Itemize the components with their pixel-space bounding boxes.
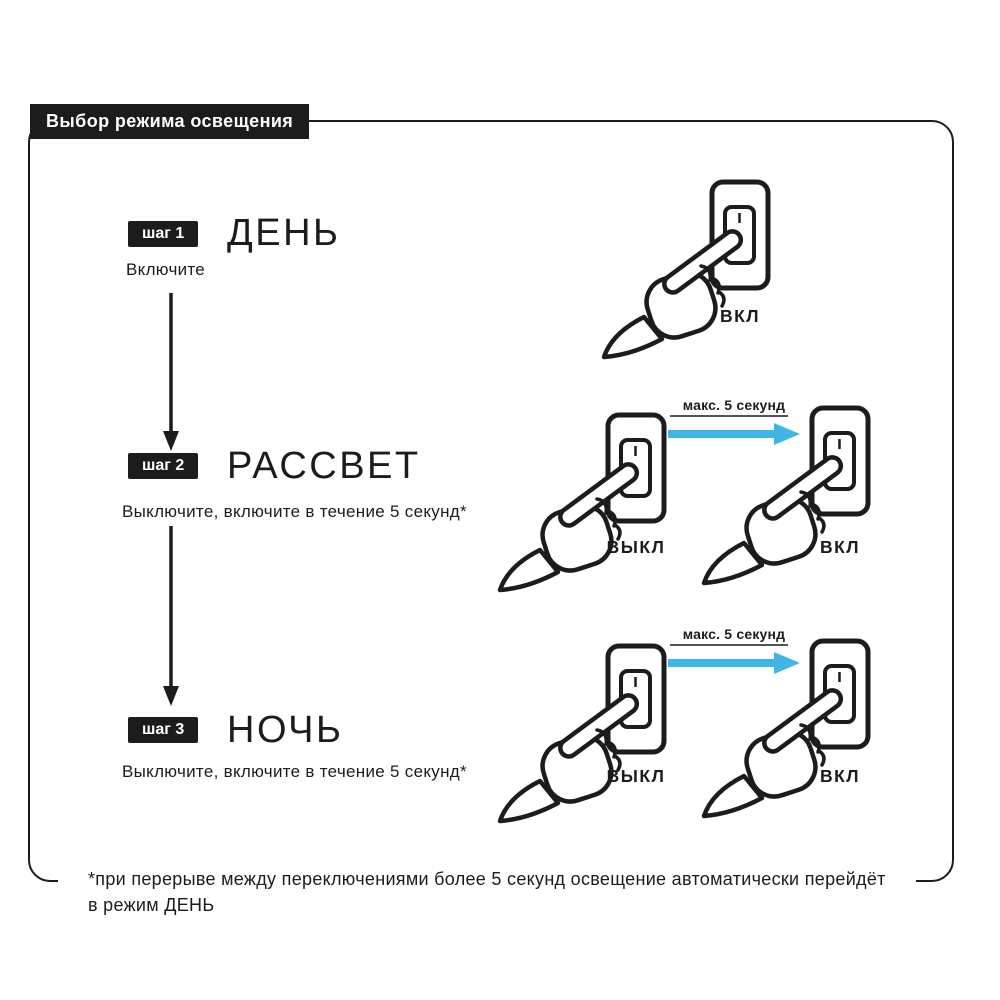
switch-state-label: ВЫКЛ — [606, 537, 666, 557]
max-duration-label: макс. 5 секунд — [682, 397, 786, 413]
step-3-title: НОЧЬ — [227, 709, 344, 751]
hand-press-switch-icon — [468, 641, 678, 841]
step-1-instruction: Включите — [126, 260, 206, 279]
switch-state-label: ВКЛ — [719, 306, 761, 326]
footnote: *при перерыве между переключениями более… — [58, 862, 916, 923]
right-arrow-icon — [668, 644, 800, 674]
step-3-instruction: Выключите, включите в течение 5 секунд* — [122, 762, 467, 781]
flow-arrow-down-icon — [163, 293, 179, 451]
step-1-title: ДЕНЬ — [227, 212, 341, 254]
right-arrow-icon — [668, 415, 800, 445]
step-2-badge: шаг 2 — [128, 453, 199, 479]
flow-arrow-down-icon — [163, 526, 179, 706]
footnote-line-1: *при перерыве между переключениями более… — [88, 869, 886, 889]
step-2-title: РАССВЕТ — [227, 445, 421, 487]
step-1-badge: шаг 1 — [128, 221, 199, 247]
switch-state-label: ВКЛ — [819, 537, 861, 557]
hand-press-switch-icon — [468, 410, 678, 610]
step-3-badge: шаг 3 — [128, 717, 199, 743]
switch-state-label: ВЫКЛ — [606, 766, 666, 786]
hand-press-switch-icon — [672, 636, 882, 836]
hand-press-switch-icon — [572, 177, 782, 377]
footnote-line-2: в режим ДЕНЬ — [88, 895, 215, 916]
switch-state-label: ВКЛ — [819, 766, 861, 786]
page-title: Выбор режима освещения — [30, 104, 310, 139]
hand-press-switch-icon — [672, 403, 882, 603]
max-duration-label: макс. 5 секунд — [682, 626, 786, 642]
step-2-instruction: Выключите, включите в течение 5 секунд* — [122, 502, 467, 521]
